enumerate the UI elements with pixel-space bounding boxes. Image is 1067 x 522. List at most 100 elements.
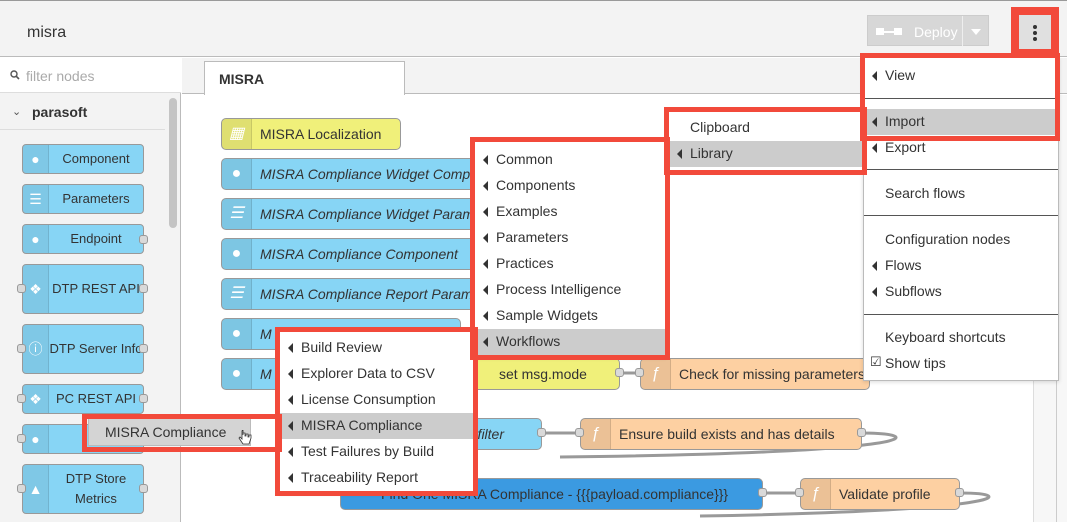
input-port[interactable] [17, 434, 26, 443]
menu-item-build-review[interactable]: Build Review [280, 335, 473, 361]
menu-item-components[interactable]: Components [475, 173, 665, 199]
menu-item-sample-widgets[interactable]: Sample Widgets [475, 303, 665, 329]
component-icon: ● [222, 159, 252, 189]
menu-item-import[interactable]: Import [864, 109, 1058, 135]
palette-node-component[interactable]: ● Component [22, 144, 144, 174]
output-port[interactable] [955, 488, 964, 497]
arrow-left-icon [288, 473, 293, 483]
drag-preview-item[interactable]: MISRA Compliance [88, 418, 252, 446]
palette-filter[interactable]: filter nodes [0, 58, 181, 93]
flow-node-set-msg-mode[interactable]: set msg.mode [470, 358, 620, 390]
menu-item-process-intelligence[interactable]: Process Intelligence [475, 277, 665, 303]
input-port[interactable] [635, 368, 644, 377]
palette-scrollbar[interactable] [169, 98, 177, 228]
menu-item-common[interactable]: Common [475, 147, 665, 173]
output-port[interactable] [139, 394, 148, 403]
input-port[interactable] [17, 394, 26, 403]
component-icon: ● [222, 239, 252, 269]
deploy-button[interactable]: Deploy [867, 15, 989, 46]
input-port[interactable] [17, 344, 26, 353]
palette-node-pc-rest-api[interactable]: ❖ PC REST API [22, 384, 144, 414]
menu-item-label: Flows [885, 257, 922, 273]
flow-node-validate-profile[interactable]: ƒ Validate profile [800, 478, 960, 510]
menu-item-view[interactable]: View [864, 63, 1058, 89]
tab-label: MISRA [219, 71, 265, 87]
menu-item-show-tips[interactable]: ☑Show tips [864, 351, 1058, 377]
menu-dots-icon [1033, 25, 1037, 29]
menu-item-label: Subflows [885, 283, 942, 299]
menu-item-practices[interactable]: Practices [475, 251, 665, 277]
menu-item-search-flows[interactable]: Search flows [864, 181, 1058, 207]
output-port[interactable] [857, 428, 866, 437]
menu-item-export[interactable]: Export [864, 135, 1058, 161]
output-port[interactable] [537, 428, 546, 437]
flow-node-widget-parameters[interactable]: ☰ MISRA Compliance Widget Param [221, 198, 481, 230]
input-port[interactable] [575, 428, 584, 437]
menu-item-flows[interactable]: Flows [864, 253, 1058, 279]
flow-node-check-missing-parameters[interactable]: ƒ Check for missing parameters [640, 358, 870, 390]
menu-item-misra-compliance[interactable]: MISRA Compliance [280, 413, 473, 439]
output-port[interactable] [758, 488, 767, 497]
input-port[interactable] [17, 484, 26, 493]
cursor-hand-icon [238, 430, 252, 445]
output-port[interactable] [139, 235, 148, 244]
menu-item-license-consumption[interactable]: License Consumption [280, 387, 473, 413]
flow-node-label: r filter [469, 426, 504, 442]
chevron-down-icon[interactable] [971, 29, 981, 35]
globe-icon: ● [23, 225, 49, 253]
palette-category-header[interactable]: ⌄ parasoft [0, 94, 165, 130]
flow-node-misra-localization[interactable]: ▦ MISRA Localization [221, 118, 401, 150]
palette-node-label: Endpoint [70, 231, 122, 246]
menu-item-label: Show tips [885, 355, 946, 371]
menu-divider [864, 169, 1058, 170]
input-port[interactable] [17, 284, 26, 293]
chevron-down-icon: ⌄ [12, 106, 22, 118]
menu-item-traceability-report[interactable]: Traceability Report [280, 465, 473, 491]
menu-item-label: Library [690, 145, 733, 161]
output-port[interactable] [615, 368, 624, 377]
palette-node-dtp-store-metrics[interactable]: ▲ DTP Store Metrics [22, 464, 144, 514]
palette-node-dtp-server-info[interactable]: ⓘ DTP Server Info [22, 324, 144, 374]
arrow-left-icon [872, 71, 877, 81]
menu-item-label: MISRA Compliance [301, 417, 423, 433]
output-port[interactable] [139, 284, 148, 293]
arrow-left-icon [288, 343, 293, 353]
flow-node-compliance-component[interactable]: ● MISRA Compliance Component [221, 238, 481, 270]
menu-item-parameters[interactable]: Parameters [475, 225, 665, 251]
palette-node-parameters[interactable]: ☰ Parameters [22, 184, 144, 214]
tab-misra[interactable]: MISRA [204, 61, 405, 95]
menu-item-library[interactable]: Library [669, 141, 862, 167]
menu-item-subflows[interactable]: Subflows [864, 279, 1058, 305]
arrow-left-icon [288, 369, 293, 379]
flow-node-m2[interactable]: ● M [221, 358, 281, 390]
flow-node-label: M [260, 366, 272, 382]
flow-node-ensure-build[interactable]: ƒ Ensure build exists and has details [580, 418, 862, 450]
input-port[interactable] [795, 488, 804, 497]
flow-node-report-parameters[interactable]: ☰ MISRA Compliance Report Param [221, 278, 481, 310]
menu-item-configuration-nodes[interactable]: Configuration nodes [864, 227, 1058, 253]
main-menu-button[interactable] [1015, 11, 1055, 53]
chart-icon: ▲ [23, 465, 49, 513]
arrow-left-icon [483, 233, 488, 243]
menu-item-clipboard[interactable]: Clipboard [669, 115, 862, 141]
palette-node-dtp-rest-api[interactable]: ❖ DTP REST API [22, 264, 144, 314]
palette-filter-input[interactable]: filter nodes [26, 68, 95, 84]
flow-node-widget-component[interactable]: ● MISRA Compliance Widget Comp [221, 158, 481, 190]
deploy-icon [876, 28, 902, 35]
menu-item-examples[interactable]: Examples [475, 199, 665, 225]
arrow-left-icon [288, 395, 293, 405]
menu-item-keyboard-shortcuts[interactable]: Keyboard shortcuts [864, 325, 1058, 351]
menu-item-explorer-data[interactable]: Explorer Data to CSV [280, 361, 473, 387]
menu-item-label: Import [885, 113, 925, 129]
drag-preview-label: MISRA Compliance [105, 424, 227, 440]
menu-item-test-failures[interactable]: Test Failures by Build [280, 439, 473, 465]
check-icon: ☑ [870, 354, 882, 369]
flow-node-label: MISRA Compliance Component [260, 246, 458, 262]
search-icon [10, 70, 20, 80]
menu-item-label: Build Review [301, 339, 382, 355]
output-port[interactable] [139, 484, 148, 493]
menu-item-workflows[interactable]: Workflows [475, 329, 665, 355]
menu-item-label: Components [496, 177, 576, 193]
palette-node-endpoint[interactable]: ● Endpoint [22, 224, 144, 254]
output-port[interactable] [139, 344, 148, 353]
